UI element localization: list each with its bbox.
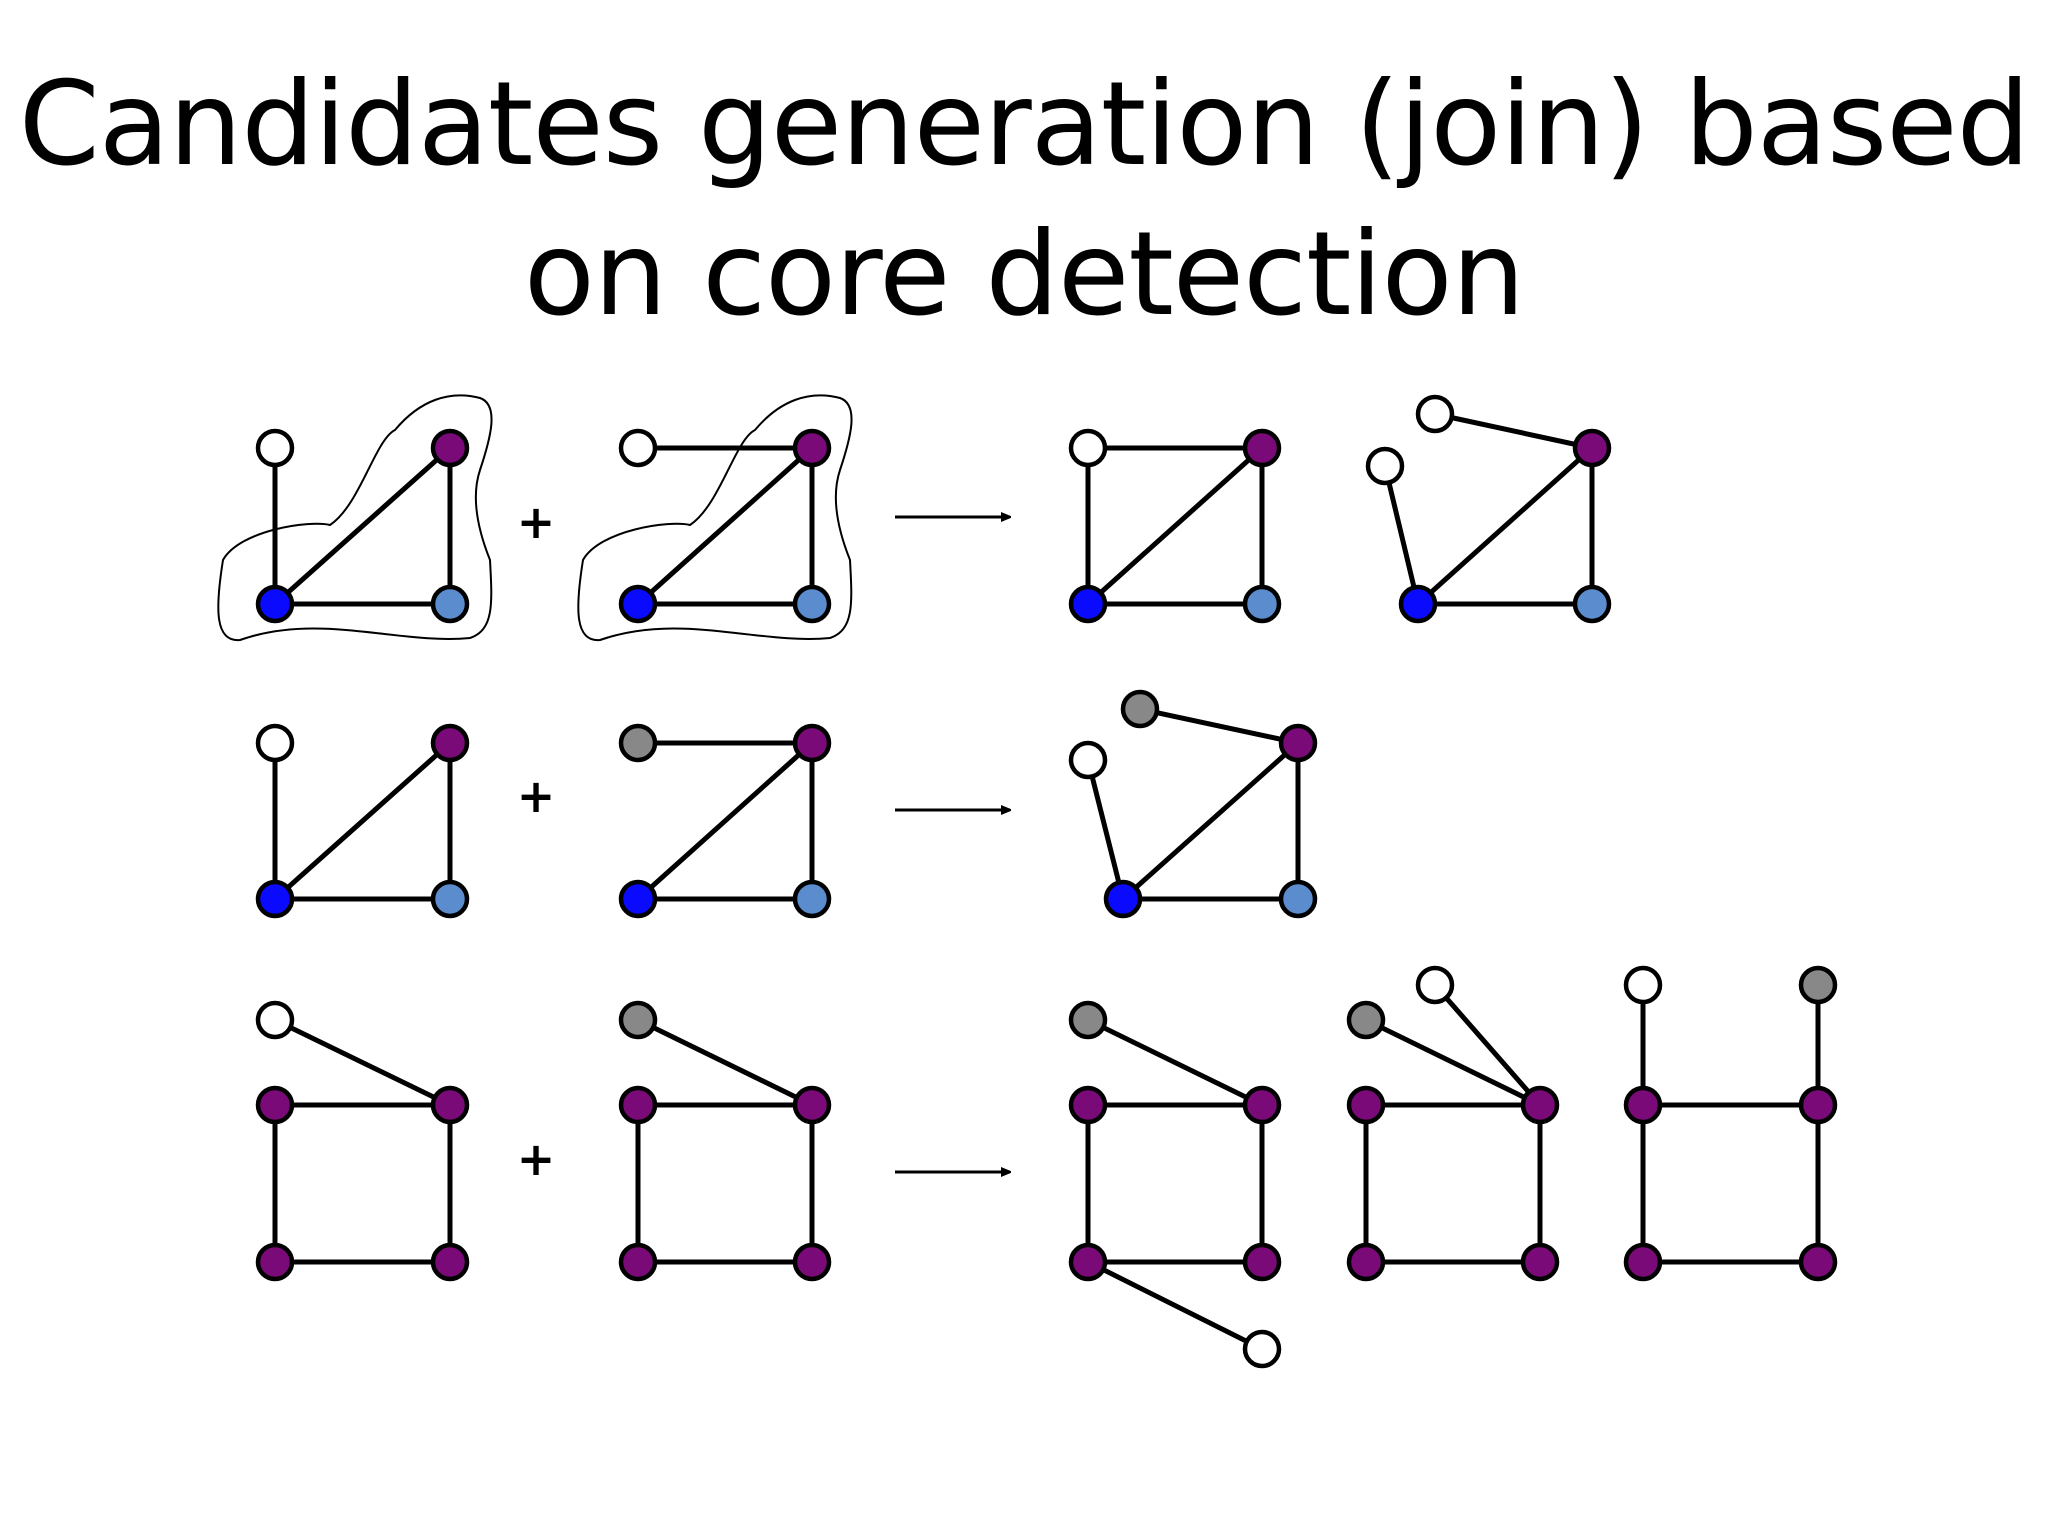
graph-node-purple (1242, 428, 1282, 468)
graph-row3-operand-1 (255, 1000, 470, 1282)
graph-row3-result-3 (1623, 965, 1838, 1282)
graph-edge (1120, 740, 1301, 902)
title-line-1: Candidates generation (join) based (18, 57, 2031, 192)
graph-row1-result-1 (1068, 428, 1282, 624)
graph-node-steelblue (430, 584, 470, 624)
graph-node-white (1365, 446, 1405, 486)
graph-edge (1085, 445, 1265, 607)
graph-edge (635, 445, 815, 607)
graph-node-purple (430, 1085, 470, 1125)
graph-node-white (255, 1000, 295, 1040)
graph-node-purple (1623, 1085, 1663, 1125)
graph-node-white (1415, 965, 1455, 1005)
graph-node-white (1068, 740, 1108, 780)
graph-edge (272, 1017, 453, 1108)
graph-node-steelblue (792, 584, 832, 624)
graph-node-purple (1242, 1085, 1282, 1125)
graph-node-purple (618, 1242, 658, 1282)
graph-node-purple (1798, 1242, 1838, 1282)
graph-edge (1085, 1259, 1265, 1352)
graph-node-purple (1798, 1085, 1838, 1125)
graph-node-purple (1520, 1085, 1560, 1125)
graph-edge (635, 1017, 815, 1108)
graph-node-white (255, 428, 295, 468)
core-outline-1 (217, 394, 493, 642)
graph-node-purple (430, 428, 470, 468)
graph-row3-operand-2 (618, 1000, 832, 1282)
graph-node-purple (1346, 1242, 1386, 1282)
graph-edge (1415, 445, 1595, 607)
graph-node-purple (255, 1085, 295, 1125)
graph-node-steelblue (1572, 584, 1612, 624)
graph-row3-result-1 (1068, 1000, 1282, 1369)
graph-node-purple (792, 428, 832, 468)
graph-node-purple (1068, 1242, 1108, 1282)
graph-node-purple (792, 723, 832, 763)
graph-node-gray (618, 723, 658, 763)
graph-node-purple (1520, 1242, 1560, 1282)
graph-node-blue (618, 584, 658, 624)
graph-node-gray (1068, 1000, 1108, 1040)
graph-edge (272, 740, 453, 902)
graph-edge (1363, 1017, 1543, 1108)
graph-node-purple (1623, 1242, 1663, 1282)
graph-node-purple (430, 1242, 470, 1282)
graph-node-purple (1572, 428, 1612, 468)
graph-node-purple (430, 723, 470, 763)
graph-node-purple (792, 1085, 832, 1125)
graph-node-steelblue (792, 879, 832, 919)
graph-node-blue (255, 879, 295, 919)
plus-sign-row-2: + (517, 769, 556, 823)
graph-row2-operand-2 (618, 723, 832, 919)
graph-node-white (1068, 428, 1108, 468)
graph-node-purple (1068, 1085, 1108, 1125)
graph-edge (1382, 463, 1421, 607)
graph-node-blue (1068, 584, 1108, 624)
core-outline-2 (577, 394, 853, 642)
graph-edge (1085, 757, 1126, 902)
graph-edge (1137, 706, 1301, 746)
graph-node-white (255, 723, 295, 763)
graph-node-blue (1398, 584, 1438, 624)
graph-row1-operand-2 (618, 428, 832, 624)
graph-row1-operand-1 (255, 428, 470, 624)
graph-node-purple (618, 1085, 658, 1125)
graph-node-white (618, 428, 658, 468)
graph-node-purple (1278, 723, 1318, 763)
graph-edge (1085, 1017, 1265, 1108)
graph-node-purple (1346, 1085, 1386, 1125)
plus-sign-row-1: + (517, 495, 556, 549)
graph-row1-result-2 (1365, 394, 1612, 624)
slide-title: Candidates generation (join) based on co… (0, 50, 2048, 350)
graph-node-steelblue (1242, 584, 1282, 624)
graph-node-gray (1798, 965, 1838, 1005)
plus-sign-row-3: + (517, 1132, 556, 1186)
graph-node-white (1623, 965, 1663, 1005)
graph-row3-result-2 (1346, 965, 1560, 1282)
graph-node-gray (1346, 1000, 1386, 1040)
graph-node-purple (1242, 1242, 1282, 1282)
graph-row2-result-1 (1068, 689, 1318, 919)
graph-node-gray (618, 1000, 658, 1040)
graph-edge (1432, 982, 1543, 1108)
graph-edge (1432, 411, 1595, 451)
graph-node-steelblue (430, 879, 470, 919)
graph-node-purple (255, 1242, 295, 1282)
graph-node-white (1415, 394, 1455, 434)
graph-edge (272, 445, 453, 607)
graph-node-blue (1103, 879, 1143, 919)
graph-node-purple (792, 1242, 832, 1282)
graph-edge (635, 740, 815, 902)
graph-node-gray (1120, 689, 1160, 729)
graph-node-steelblue (1278, 879, 1318, 919)
graph-row2-operand-1 (255, 723, 470, 919)
title-line-2: on core detection (523, 207, 1525, 342)
graph-node-blue (255, 584, 295, 624)
graph-node-blue (618, 879, 658, 919)
graph-node-white (1242, 1329, 1282, 1369)
